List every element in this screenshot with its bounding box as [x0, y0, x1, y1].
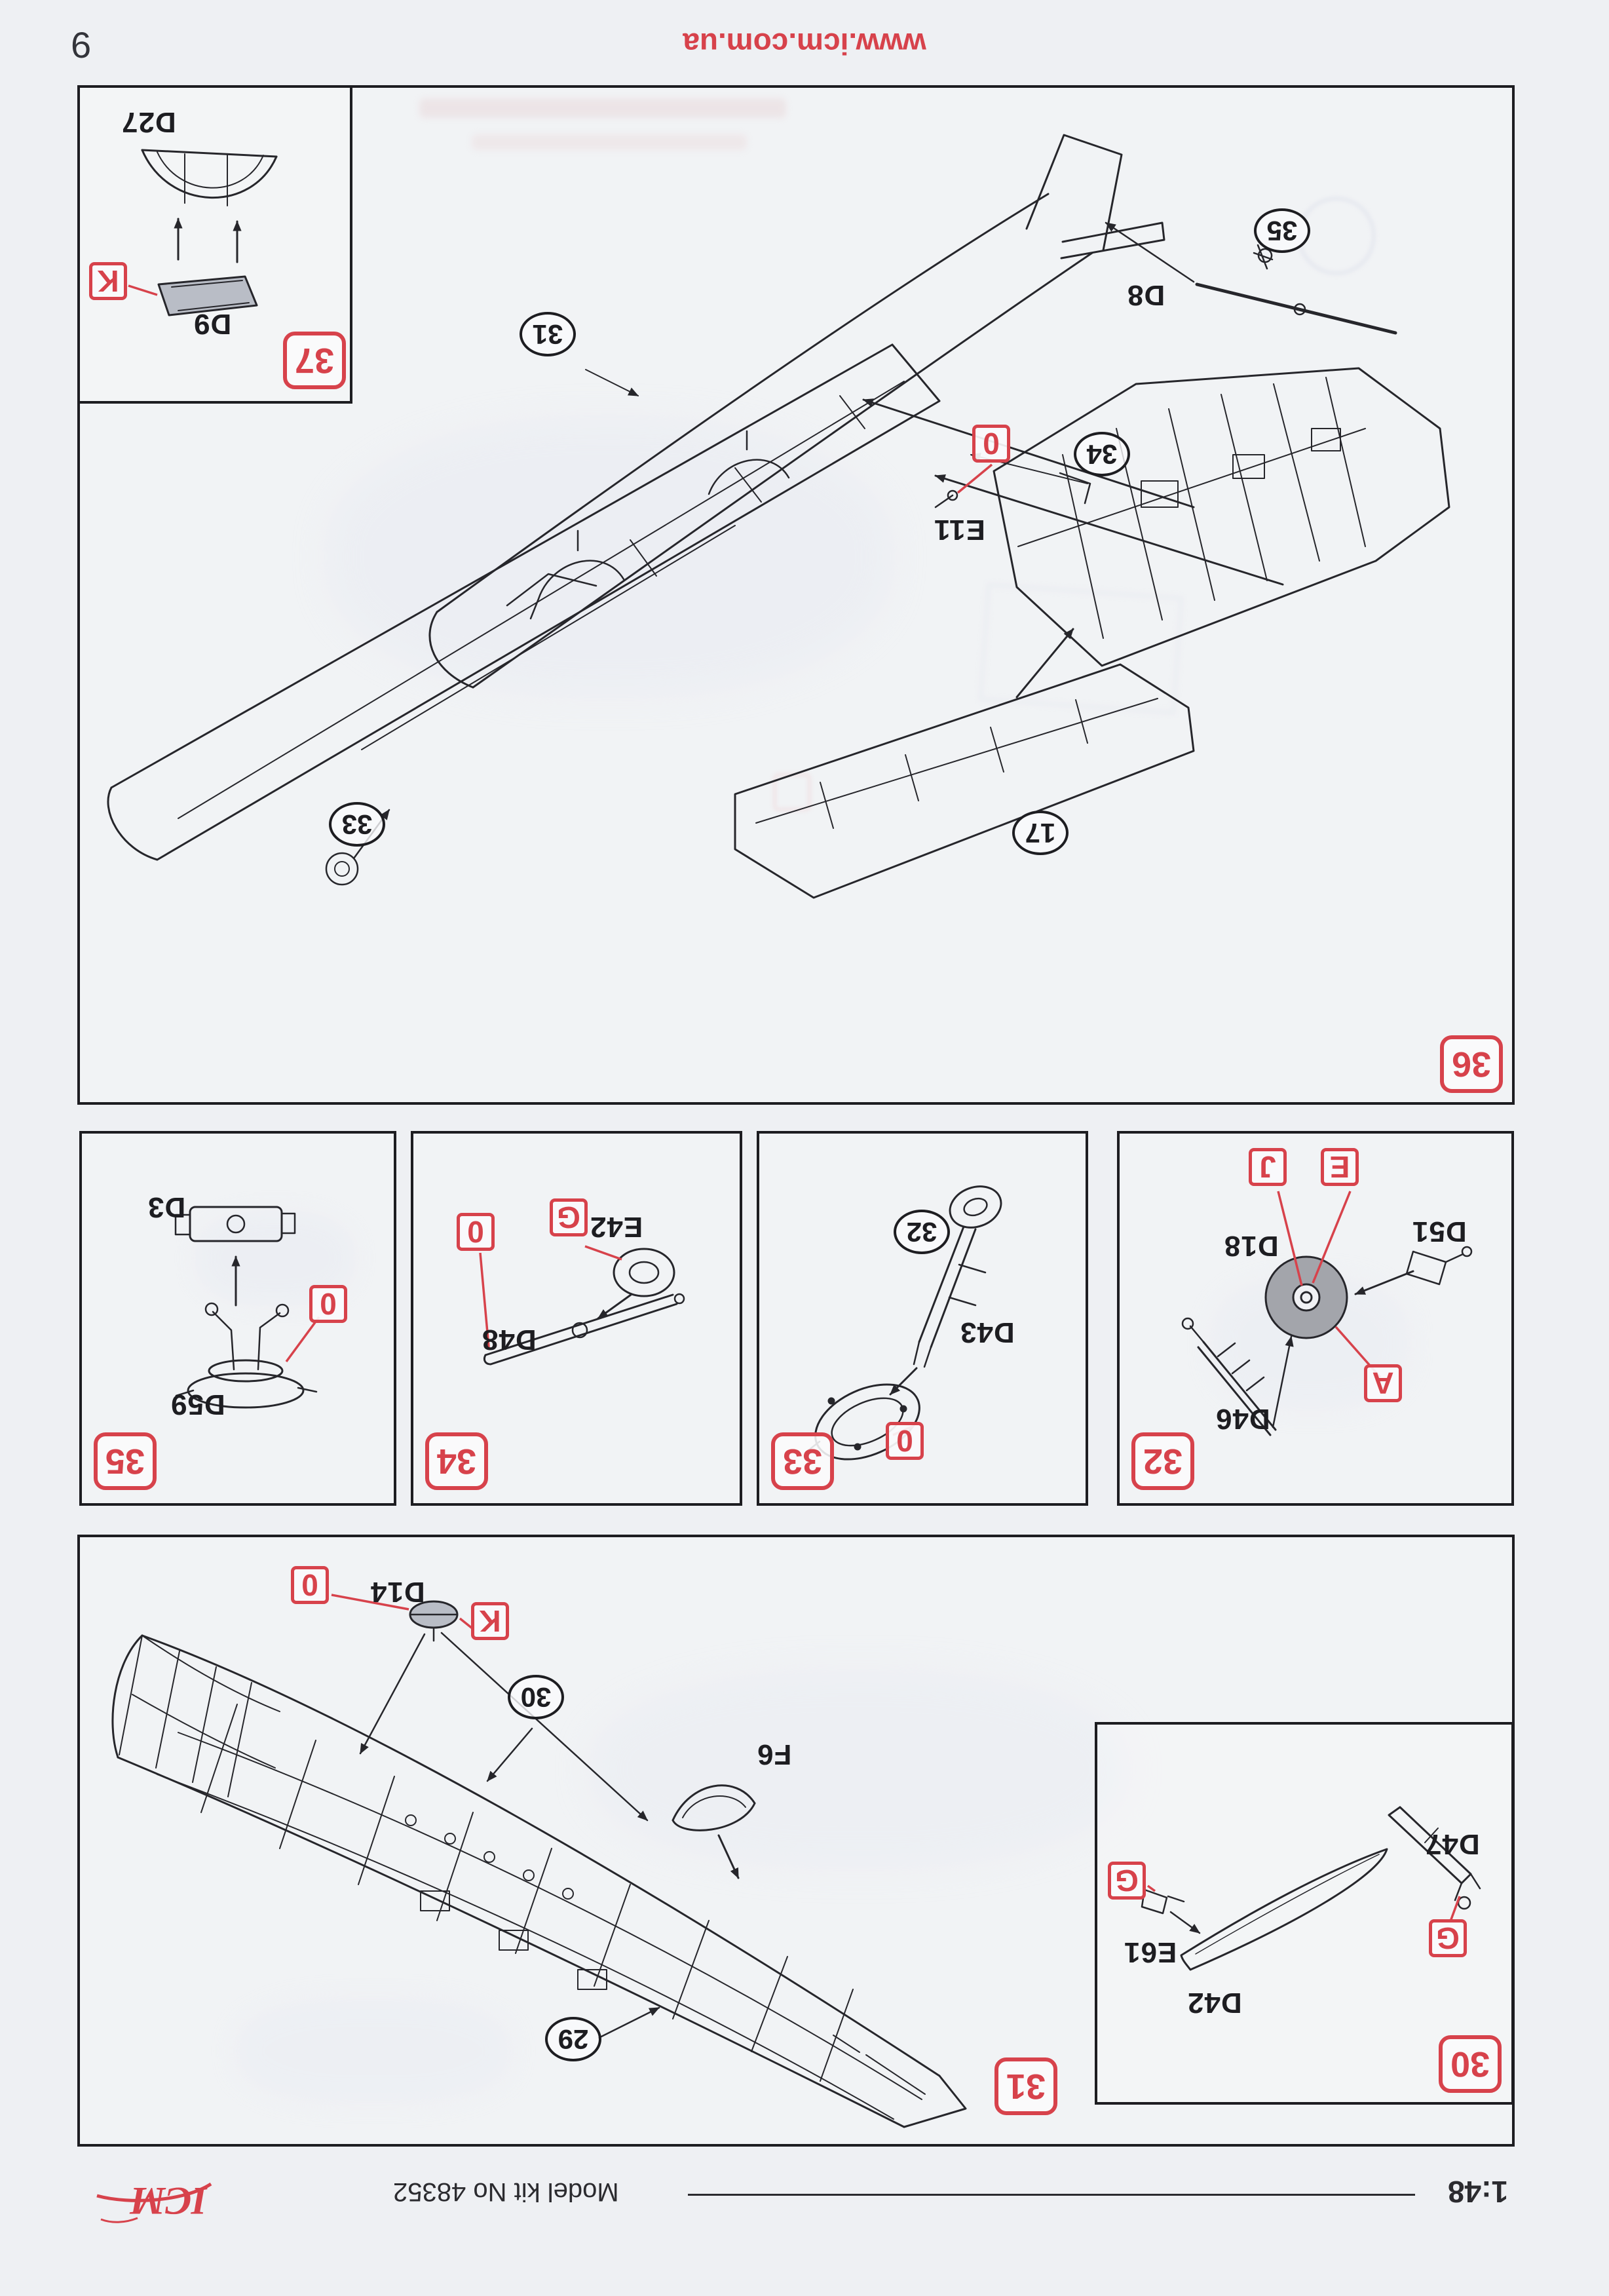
color-badge-k: K: [89, 262, 127, 300]
kit-number: Model kit No 48352: [393, 2177, 619, 2206]
step35-mount-drawing: [174, 1206, 320, 1409]
part-label-d47: D47: [1425, 1828, 1480, 1860]
step-badge-32: 32: [1131, 1432, 1194, 1490]
part-label-d43: D43: [960, 1316, 1015, 1349]
part-label-d51: D51: [1412, 1215, 1467, 1248]
scale-label: 1:48: [1448, 2175, 1509, 2209]
step36-exploded-aircraft-drawing: [107, 134, 1450, 899]
step-33-panel: [757, 1131, 1088, 1506]
part-d14-drawing: [359, 1600, 649, 1822]
ref-callout-33: 33: [329, 802, 385, 847]
step-32-panel: [1117, 1131, 1514, 1506]
hull-interior-drawing: [993, 367, 1450, 667]
step-31-panel: [77, 1535, 1515, 2147]
part-label-d14: D14: [370, 1576, 425, 1608]
ref-callout-32: 32: [894, 1210, 950, 1254]
hull-bottom-piece-drawing: [734, 663, 1195, 899]
step-badge-33: 33: [771, 1432, 834, 1490]
color-badge-0: 0: [972, 425, 1010, 463]
step32-tailwheel-drawing: [1181, 1191, 1473, 1436]
part-label-d48: D48: [482, 1324, 537, 1356]
part-label-d18: D18: [1224, 1230, 1279, 1262]
wing-drawing: [107, 343, 941, 861]
part-label-d8: D8: [1127, 279, 1165, 311]
color-badge-0: 0: [309, 1285, 347, 1323]
ref-callout-34: 34: [1074, 432, 1130, 476]
step-badge-36: 36: [1440, 1035, 1503, 1093]
step30-blade-drawing: [1141, 1806, 1481, 1971]
step31-fuselage-half-drawing: [111, 1594, 967, 2128]
color-badge-k: K: [471, 1602, 509, 1640]
step-36-panel: [77, 85, 1515, 1105]
part-label-d3: D3: [147, 1191, 186, 1223]
part-label-d42: D42: [1187, 1987, 1242, 2019]
website-url: www.icm.com.ua: [683, 27, 926, 61]
icm-logo: ICM: [92, 2161, 216, 2230]
part-label-f6: F6: [757, 1738, 792, 1770]
step37-canopy-drawing: [128, 149, 278, 316]
ref-callout-30: 30: [508, 1675, 564, 1719]
color-badge-g: G: [550, 1198, 588, 1236]
color-badge-e: E: [1321, 1148, 1359, 1186]
page-number: 6: [71, 24, 92, 66]
color-badge-g: G: [1429, 1919, 1467, 1957]
color-badge-g: G: [1108, 1862, 1146, 1900]
part-f6-drawing: [672, 1784, 756, 1879]
fuselage-drawing: [428, 134, 1165, 689]
ref-callout-31: 31: [520, 312, 576, 356]
icm-logo-text: ICM: [129, 2179, 208, 2223]
color-badge-j: J: [1249, 1148, 1287, 1186]
part-label-d59: D59: [170, 1388, 225, 1421]
small-parts: [325, 244, 1397, 886]
color-badge-0: 0: [291, 1566, 329, 1604]
red-connector-lines: [956, 463, 993, 494]
step-badge-31: 31: [994, 2057, 1057, 2115]
part-label-d46: D46: [1215, 1403, 1270, 1435]
ref-callout-17: 17: [1012, 811, 1069, 855]
color-badge-0: 0: [457, 1213, 495, 1251]
part-label-d27: D27: [121, 106, 176, 138]
step-badge-35: 35: [94, 1432, 157, 1490]
part-label-e42: E42: [590, 1211, 643, 1243]
part-label-d9: D9: [193, 308, 232, 340]
part-label-e11: E11: [934, 514, 985, 546]
footer-rule: [688, 2194, 1415, 2196]
step-badge-34: 34: [425, 1432, 488, 1490]
step-badge-37: 37: [283, 332, 346, 389]
ref-callout-29: 29: [545, 2017, 601, 2061]
color-badge-a: A: [1364, 1364, 1402, 1402]
step-badge-30: 30: [1439, 2035, 1502, 2093]
part-label-e61: E61: [1124, 1936, 1177, 1968]
step34-rod-drawing: [479, 1245, 685, 1366]
ref-callout-35: 35: [1254, 208, 1310, 253]
assembly-arrows: [352, 221, 1284, 860]
color-badge-0: 0: [886, 1422, 924, 1460]
